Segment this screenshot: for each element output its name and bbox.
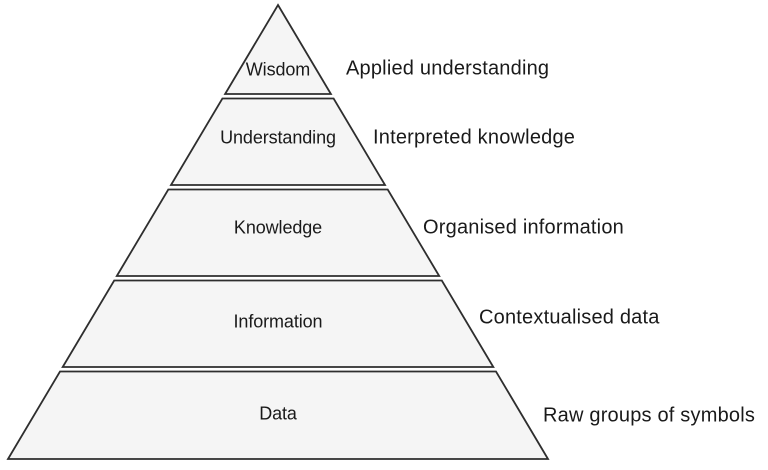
pyramid-description-information: Contextualised data [479,306,660,329]
pyramid-segment-data [6,370,550,460]
pyramid-segment-understanding [169,97,387,186]
pyramid-description-data: Raw groups of symbols [543,404,756,427]
pyramid-layer-understanding-label: Understanding [220,127,336,148]
pyramid-layer-information-label: Information [233,311,323,332]
pyramid-layer-data-label: Data [259,403,297,424]
pyramid-description-knowledge: Organised information [423,216,624,239]
pyramid-segment-information [61,279,495,368]
pyramid-description-understanding: Interpreted knowledge [373,126,576,149]
pyramid-description-wisdom: Applied understanding [346,57,550,80]
pyramid-segment-wisdom [223,3,333,95]
pyramid-layer-wisdom-label: Wisdom [245,59,311,80]
pyramid-segment-knowledge [115,188,441,277]
pyramid-layer-knowledge-label: Knowledge [233,217,323,238]
